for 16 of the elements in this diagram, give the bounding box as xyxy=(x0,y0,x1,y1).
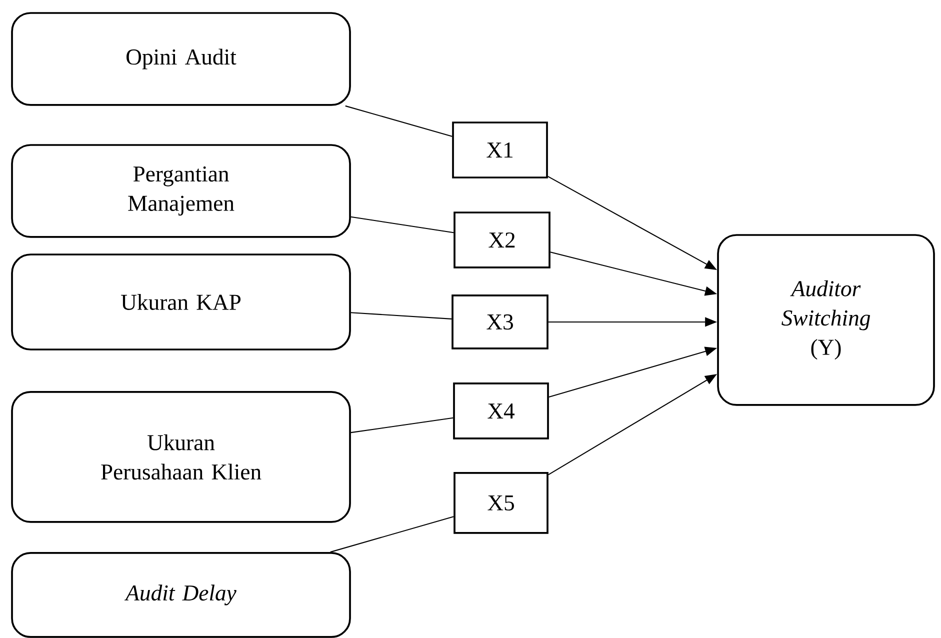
connector-line xyxy=(330,516,454,553)
connector-line xyxy=(350,312,452,320)
variable-box: X4 xyxy=(453,382,549,440)
rounded-box: Auditor Switching (Y) xyxy=(717,234,935,406)
rounded-box: Pergantian Manajemen xyxy=(11,144,351,238)
rounded-box: Audit Delay xyxy=(11,552,351,638)
variable-box: X5 xyxy=(454,472,548,534)
connector-line xyxy=(350,216,454,234)
variable-box: X2 xyxy=(454,212,550,268)
connector-line xyxy=(345,105,452,137)
rounded-box: Ukuran Perusahaan Klien xyxy=(11,391,351,523)
variable-box: X1 xyxy=(452,122,548,178)
rounded-box: Ukuran KAP xyxy=(11,254,351,350)
connector-line xyxy=(350,417,454,434)
variable-box: X3 xyxy=(452,294,548,350)
rounded-box: Opini Audit xyxy=(11,12,351,106)
